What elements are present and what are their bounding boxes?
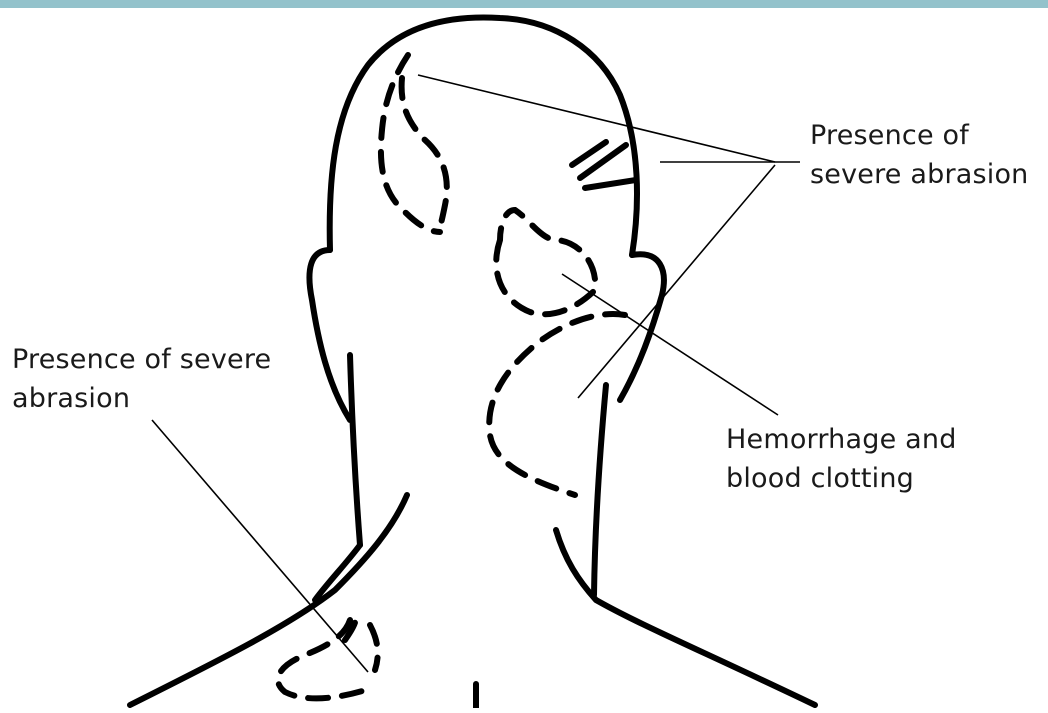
left-shoulder-outline [130,495,407,705]
label-left-abrasion: Presence of severe abrasion [12,340,271,418]
leader-line-top-right-to-neck [578,165,775,398]
label-top-right-line2: severe abrasion [810,155,1029,194]
shoulder-abrasion-inner [370,625,378,670]
head-outline [330,18,637,255]
scalp-abrasion-right-mark-2 [580,145,626,178]
neck-left-outline [350,355,360,545]
scalp-abrasion-right-mark-3 [585,180,636,188]
label-hemorrhage-line1: Hemorrhage and [726,420,957,459]
hemorrhage-area [496,210,595,314]
label-hemorrhage: Hemorrhage and blood clotting [726,420,957,498]
label-hemorrhage-line2: blood clotting [726,459,957,498]
left-ear-outline [309,250,350,420]
neck-right-outline [594,385,606,595]
label-top-right-abrasion: Presence of severe abrasion [810,116,1029,194]
leader-line-hemorrhage [562,274,778,415]
label-left-line2: abrasion [12,379,271,418]
scalp-abrasion-left-inner [402,78,447,232]
label-left-line1: Presence of severe [12,340,271,379]
label-top-right-line1: Presence of [810,116,1029,155]
top-color-strip [0,0,1048,8]
leader-line-left-to-shoulder [152,420,368,672]
